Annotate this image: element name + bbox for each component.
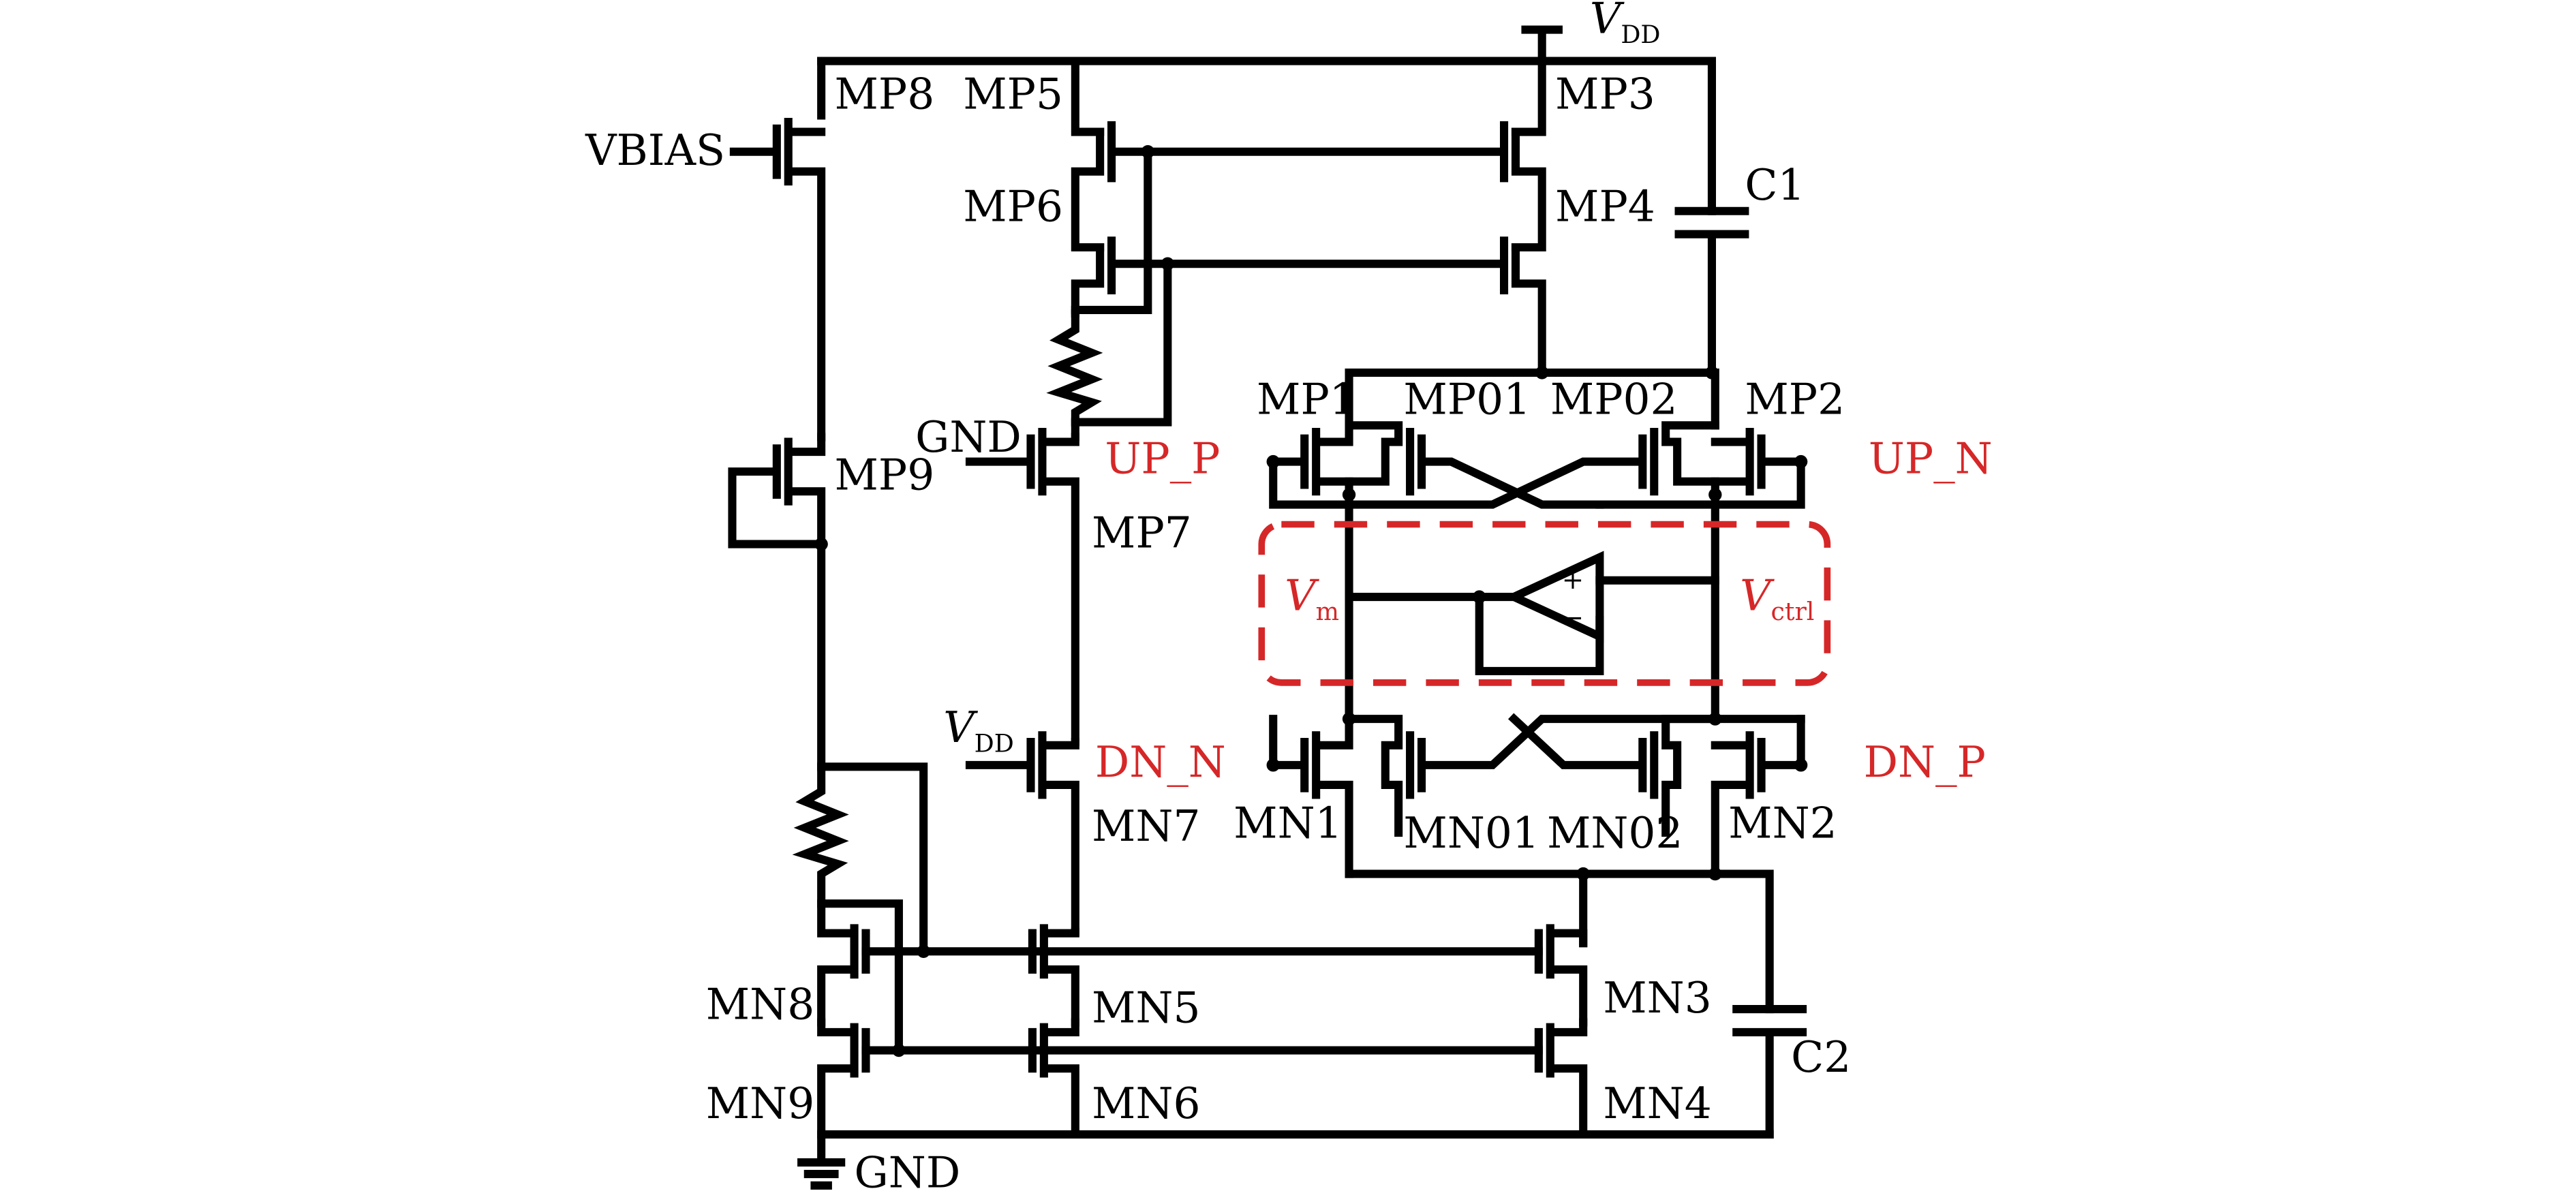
mn2-label: MN2 [1728, 798, 1837, 848]
transistor-mn2 [1711, 715, 1805, 878]
transistor-mp2 [1595, 427, 1805, 509]
transistor-mn3 [1534, 924, 1588, 1027]
opamp-minus-sign: − [1562, 603, 1584, 634]
up-n-signal-label: UP_N [1869, 434, 1993, 484]
transistor-mn01 [1345, 715, 1805, 837]
c1-label: C1 [1745, 160, 1805, 210]
vdd-top-label: VDD [1590, 0, 1661, 49]
vdd-mn7-label: VDD [943, 702, 1014, 758]
mp1-label: MP1 [1257, 374, 1357, 424]
transistor-mn02 [1269, 713, 1719, 837]
gnd-mp7-label: GND [915, 412, 1022, 462]
transistor-mp8 [729, 118, 826, 442]
mp6-label: MP6 [963, 181, 1063, 231]
mn02-label: MN02 [1547, 808, 1683, 858]
gnd-bottom-label: GND [855, 1147, 961, 1191]
mn4-label: MN4 [1603, 1079, 1711, 1128]
mp8-label: MP8 [835, 69, 935, 119]
transistor-mp5 [1071, 121, 1152, 252]
opamp-plus-sign: + [1562, 565, 1584, 596]
transistor-mp4 [1163, 236, 1546, 377]
vm-vctrl-highlight-box [1258, 521, 1831, 686]
mn6-label: MN6 [1092, 1079, 1200, 1128]
transistor-mp3 [1144, 121, 1546, 252]
resistor-bottom [792, 762, 903, 1055]
bias-wire-mp6 [1071, 260, 1172, 427]
dn-n-signal-label: DN_N [1095, 737, 1226, 787]
capacitor-c1 [1674, 206, 1749, 377]
opamp-buffer [1345, 551, 1719, 675]
mp3-label: MP3 [1555, 69, 1655, 119]
transistor-mp1 [1269, 421, 1353, 499]
vctrl-signal-label: Vctrl [1740, 570, 1814, 626]
mp4-label: MP4 [1555, 181, 1655, 231]
mn01-label: MN01 [1403, 808, 1539, 858]
mp02-label: MP02 [1550, 374, 1678, 424]
vdd-rail [817, 25, 1717, 215]
mp01-label: MP01 [1403, 374, 1531, 424]
transistor-mn8 [817, 899, 870, 1027]
mn8-label: MN8 [706, 980, 814, 1030]
transistor-mn5 [1028, 924, 1079, 1027]
up-p-signal-label: UP_P [1105, 434, 1220, 484]
gnd-rail [797, 1130, 1774, 1190]
mn5-label: MN5 [1092, 983, 1200, 1032]
transistor-mn9 [817, 1018, 870, 1139]
mp7-label: MP7 [1092, 508, 1192, 557]
bias-wire-mp5 [1071, 147, 1152, 315]
resistor-top [1046, 309, 1103, 442]
mn7-label: MN7 [1092, 801, 1200, 851]
mn1-label: MN1 [1233, 798, 1342, 848]
transistor-mn4 [1534, 1018, 1588, 1139]
c2-label: C2 [1791, 1032, 1851, 1082]
junction-dots [814, 144, 1808, 1057]
mn9-label: MN9 [706, 1079, 814, 1128]
mn8-gate-wire [817, 762, 928, 956]
vm-signal-label: Vm [1285, 570, 1339, 626]
transistor-mp01 [1345, 421, 1604, 509]
mp2-label: MP2 [1745, 374, 1845, 424]
transistor-mn6 [1028, 1018, 1079, 1139]
transistor-mn1 [1269, 715, 1353, 878]
transistor-mp9 [728, 433, 826, 771]
mp9-label: MP9 [835, 450, 935, 500]
capacitor-c2 [1732, 1004, 1807, 1139]
tail-top [1345, 368, 1719, 430]
transistor-mp02 [1269, 421, 1719, 509]
transistor-mp7 [965, 427, 1079, 747]
vbias-label: VBIAS [585, 125, 725, 175]
mp5-label: MP5 [963, 69, 1063, 119]
dn-p-signal-label: DN_P [1864, 737, 1986, 787]
transistor-mn7 [965, 731, 1079, 936]
mn3-label: MN3 [1603, 973, 1711, 1023]
transistor-mp6 [1071, 236, 1172, 318]
